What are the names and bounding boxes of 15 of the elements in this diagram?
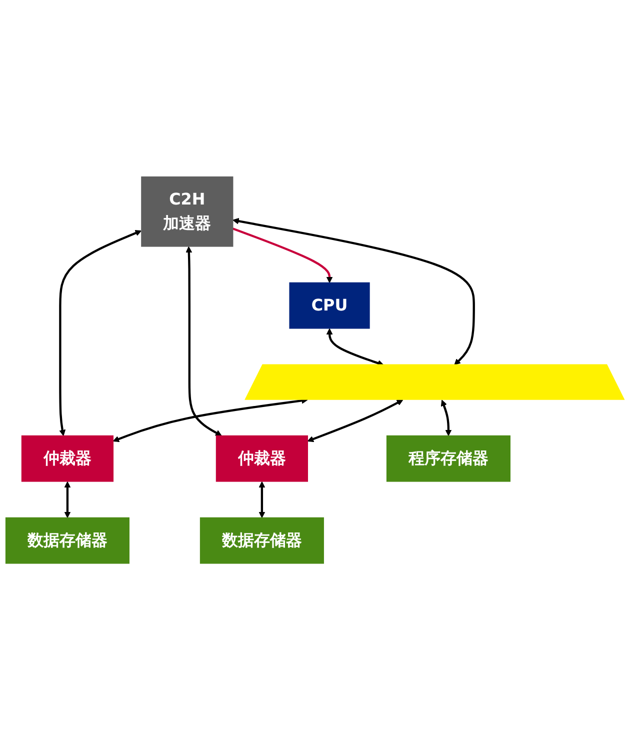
- node-box: C2H 加速器: [141, 176, 234, 247]
- arrow: [440, 400, 452, 436]
- arrow: [59, 230, 142, 436]
- arrow: [307, 400, 404, 442]
- node-box: CPU: [289, 282, 370, 329]
- arrow: [232, 227, 333, 283]
- arrow: [232, 218, 475, 365]
- arrow: [326, 328, 384, 366]
- arrow: [64, 481, 71, 518]
- node-bar: [244, 364, 625, 400]
- node-box: 程序存储器: [386, 435, 510, 482]
- node-box: 数据存储器: [200, 517, 324, 564]
- node-box: 数据存储器: [5, 517, 130, 564]
- arrow: [186, 246, 222, 436]
- arrow: [258, 481, 266, 518]
